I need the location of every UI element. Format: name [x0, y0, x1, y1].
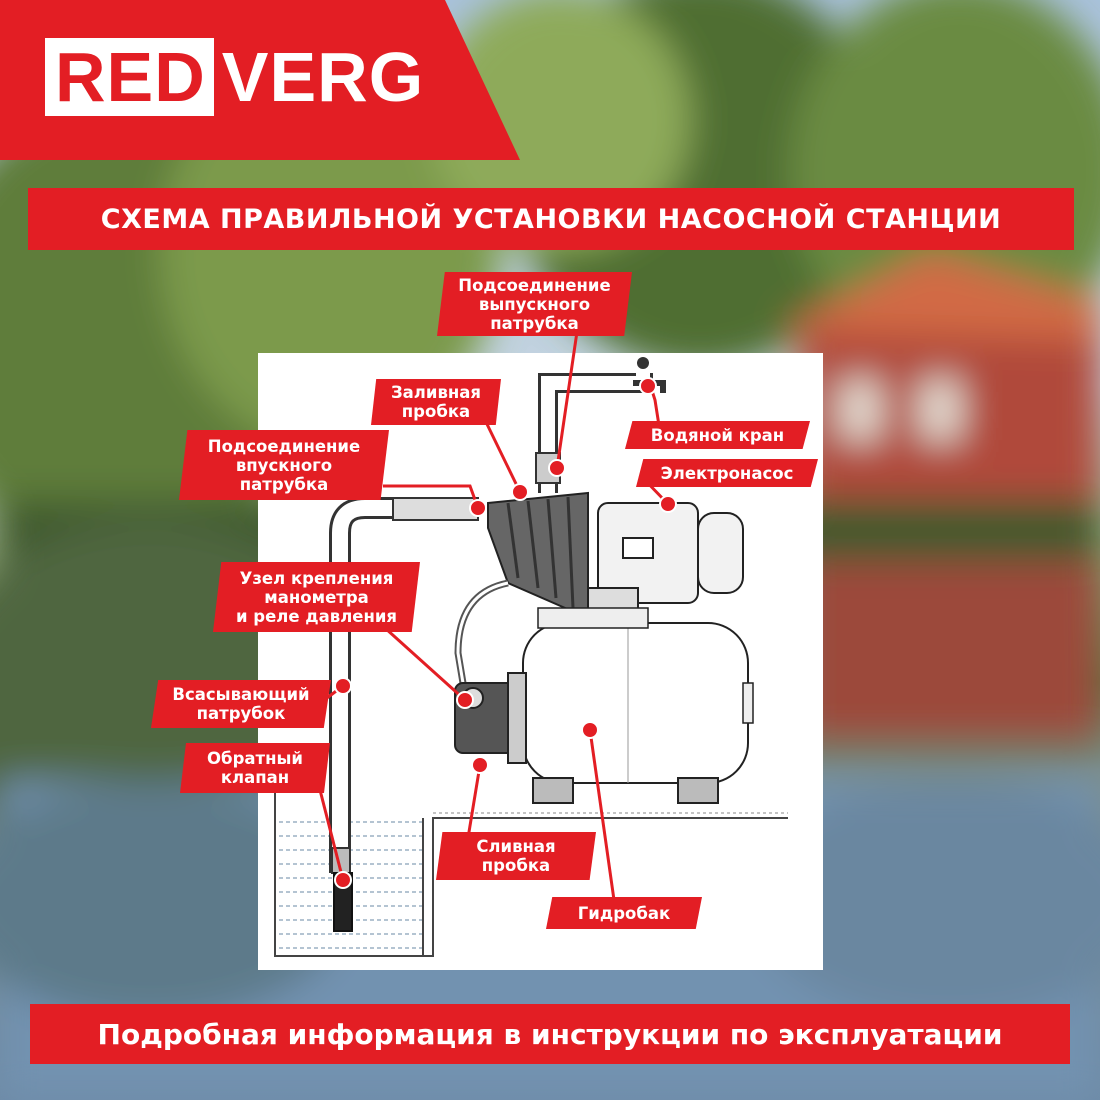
- logo-verg-part: VERG: [221, 38, 425, 116]
- outlet-pipe: [538, 373, 653, 493]
- logo-red-part: RED: [45, 38, 214, 116]
- label-outlet-connection: Подсоединение выпускного патрубка: [437, 272, 632, 336]
- label-drain-plug: Сливная пробка: [436, 832, 596, 880]
- strainer: [333, 872, 353, 932]
- label-electric-pump: Электронасос: [636, 459, 818, 487]
- label-inlet-connection: Подсоединение впускного патрубка: [179, 430, 389, 500]
- pump-housing: [487, 491, 589, 620]
- reservoir-outline: [274, 763, 424, 957]
- check-valve: [331, 847, 351, 874]
- label-filler-plug: Заливная пробка: [371, 379, 501, 425]
- label-suction-pipe: Всасывающий патрубок: [151, 680, 331, 728]
- label-check-valve: Обратный клапан: [180, 743, 330, 793]
- pressure-tank: [522, 622, 749, 784]
- footer-note: Подробная информация в инструкции по экс…: [30, 1004, 1070, 1064]
- pressure-hose: [454, 579, 509, 684]
- page-title: СХЕМА ПРАВИЛЬНОЙ УСТАНОВКИ НАСОСНОЙ СТАН…: [28, 188, 1074, 250]
- label-gauge-mount: Узел крепления манометра и реле давления: [213, 562, 420, 632]
- label-pressure-tank: Гидробак: [546, 897, 702, 929]
- label-water-tap: Водяной кран: [625, 421, 810, 449]
